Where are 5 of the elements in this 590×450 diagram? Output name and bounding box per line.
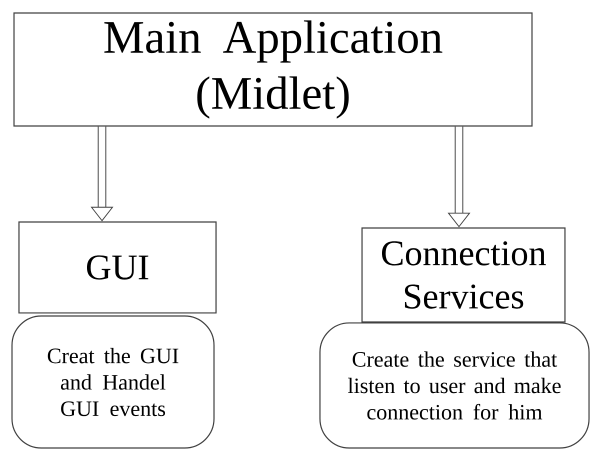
main-box: Main Application (Midlet) [13,12,533,127]
component-box: Connection Services [361,227,566,323]
description-bubble: Creat the GUI and Handel GUI events [11,315,215,449]
component-box: GUI [18,221,217,314]
description-bubble: Create the service that listen to user and make connection for him [319,322,590,449]
